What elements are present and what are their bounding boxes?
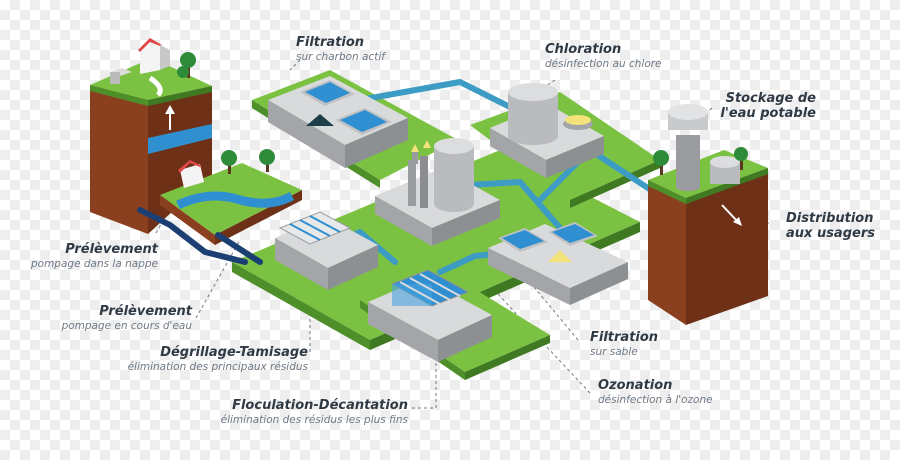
degrillage-unit: [275, 211, 378, 290]
label-filtration-charbon: Filtration sur charbon actif: [296, 35, 385, 63]
central-tanks-unit: [375, 138, 500, 246]
label-title: Ozonation: [598, 378, 673, 393]
label-title-line1: Stockage de: [725, 91, 816, 106]
label-title: Prélèvement: [99, 304, 192, 319]
label-degrillage: Dégrillage-Tamisage élimination des prin…: [80, 345, 308, 373]
label-subtitle: sur sable: [590, 345, 638, 358]
label-floculation: Floculation-Décantation élimination des …: [160, 398, 408, 426]
chloration-unit: [490, 83, 604, 178]
river-block: [160, 149, 302, 245]
label-title-line2: l'eau potable: [720, 105, 816, 121]
label-subtitle: pompage en cours d'eau: [61, 319, 192, 332]
label-stockage: Stockage de l'eau potable: [712, 91, 816, 122]
label-title-line1: Distribution: [786, 211, 874, 226]
pipes: [137, 79, 663, 275]
label-subtitle: sur charbon actif: [296, 50, 385, 63]
floculation-unit: [368, 269, 492, 362]
label-title: Floculation-Décantation: [232, 398, 408, 413]
label-prelevement-cours: Prélèvement pompage en cours d'eau: [0, 304, 192, 332]
label-title: Chloration: [545, 42, 622, 57]
label-title: Filtration: [296, 35, 365, 50]
filtration-charbon-unit: [268, 76, 408, 168]
label-title: Dégrillage-Tamisage: [160, 345, 308, 360]
label-filtration-sable: Filtration sur sable: [590, 330, 659, 358]
label-distribution: Distribution aux usagers: [786, 211, 875, 242]
filtration-sable-unit: [488, 222, 628, 305]
label-subtitle: élimination des résidus les plus fins: [220, 413, 408, 426]
label-title: Prélèvement: [65, 242, 158, 257]
label-subtitle: désinfection à l'ozone: [598, 393, 713, 406]
label-title-line2: aux usagers: [786, 225, 875, 241]
label-subtitle: pompage dans la nappe: [30, 257, 158, 270]
label-subtitle: désinfection au chlore: [545, 57, 662, 70]
label-ozonation: Ozonation désinfection à l'ozone: [598, 378, 713, 406]
label-subtitle: élimination des principaux résidus: [127, 360, 308, 373]
source-block-nappe: [90, 38, 212, 234]
label-prelevement-nappe: Prélèvement pompage dans la nappe: [0, 242, 158, 270]
distribution-block: [648, 104, 768, 325]
label-chloration: Chloration désinfection au chlore: [545, 42, 662, 70]
label-title: Filtration: [590, 330, 659, 345]
